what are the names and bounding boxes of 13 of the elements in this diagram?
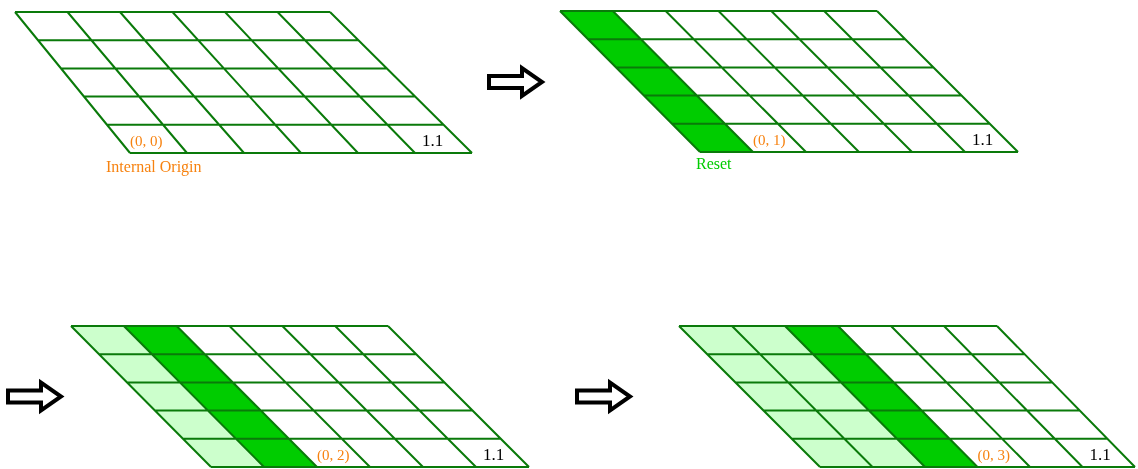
coordinate-label: (0, 1) xyxy=(753,131,786,149)
caption-label: Reset xyxy=(696,155,732,173)
coordinate-label: (0, 2) xyxy=(317,446,350,464)
block-arrow xyxy=(6,378,65,415)
value-label: 1.1 xyxy=(422,132,444,150)
block-arrow xyxy=(487,64,546,100)
value-label: 1.1 xyxy=(1089,446,1111,464)
value-label: 1.1 xyxy=(972,131,994,149)
value-label: 1.1 xyxy=(483,446,505,464)
block-arrow xyxy=(575,378,634,415)
coordinate-label: (0, 3) xyxy=(977,446,1010,464)
coordinate-label: (0, 0) xyxy=(130,132,163,150)
caption-label: Internal Origin xyxy=(106,158,202,176)
